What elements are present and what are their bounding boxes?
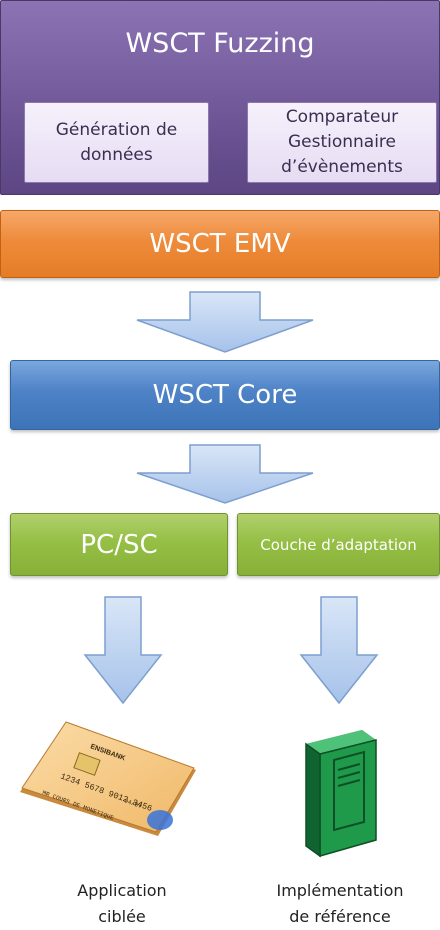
pcsc-layer: PC/SC — [10, 513, 228, 576]
comparator-event-manager-box: Comparateur Gestionnaire d’évènements — [247, 102, 437, 183]
adaptation-layer: Couche d’adaptation — [237, 513, 440, 576]
down-arrow-icon — [83, 596, 163, 705]
emv-layer: WSCT EMV — [0, 210, 440, 278]
reference-caption: Implémentation de référence — [250, 878, 430, 930]
down-arrow-icon — [136, 291, 314, 353]
core-label: WSCT Core — [152, 380, 298, 410]
adaptation-label: Couche d’adaptation — [260, 535, 417, 554]
server-icon — [305, 730, 377, 858]
data-generation-line-2: données — [80, 144, 153, 165]
comparator-line-1: Comparateur — [285, 107, 399, 127]
data-generation-box: Génération de données — [24, 102, 209, 183]
application-caption: Application ciblée — [52, 878, 192, 930]
application-caption-line-1: Application — [77, 881, 167, 900]
comparator-line-3: d’évènements — [281, 157, 403, 177]
core-layer: WSCT Core — [10, 360, 440, 430]
comparator-line-2: Gestionnaire — [287, 132, 397, 152]
down-arrow-icon — [299, 596, 379, 705]
credit-card-icon: ENSIBANK 1234 5678 9012 3456 MR COURS DE… — [20, 721, 196, 836]
down-arrow-icon — [136, 444, 314, 504]
reference-caption-line-1: Implémentation — [276, 881, 404, 900]
fuzzing-title: WSCT Fuzzing — [125, 27, 315, 59]
data-generation-line-1: Génération de — [55, 119, 178, 140]
pcsc-label: PC/SC — [80, 529, 158, 560]
reference-caption-line-2: de référence — [289, 907, 391, 926]
application-caption-line-2: ciblée — [98, 907, 146, 926]
emv-label: WSCT EMV — [149, 229, 291, 259]
